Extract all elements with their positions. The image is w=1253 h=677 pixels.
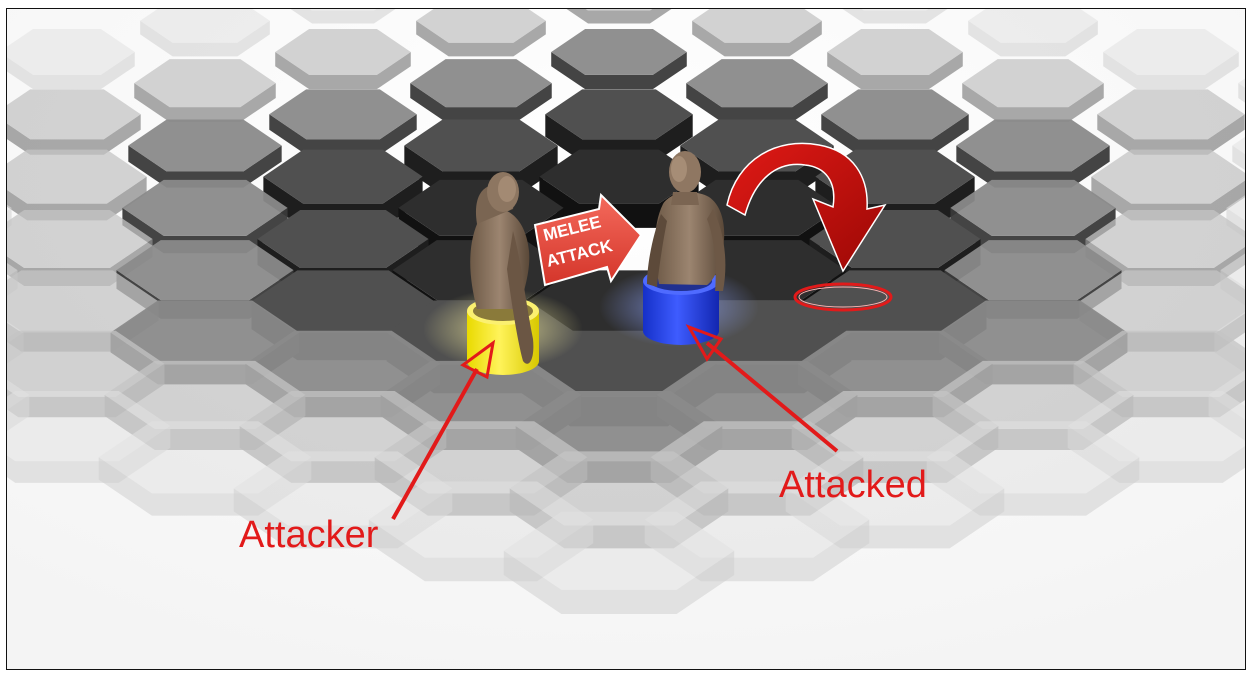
hex-tile-side <box>1091 176 1245 221</box>
hex-tile-side <box>140 20 270 57</box>
hex-tile <box>1220 253 1245 287</box>
hex-tile-side <box>1238 83 1245 103</box>
hex-tile <box>950 179 1116 236</box>
hex-tile <box>140 9 270 43</box>
hex-tile-side <box>566 9 672 24</box>
hex-tile <box>585 9 653 11</box>
hex-tile <box>1085 210 1245 268</box>
hex-tile <box>263 149 423 204</box>
hex-tile-side <box>692 20 822 57</box>
hex-tile <box>1103 28 1239 75</box>
hex-tile <box>1091 149 1245 204</box>
hex-tile <box>416 9 546 43</box>
hex-tile-side <box>956 145 1110 188</box>
curved-arrow-down-icon <box>726 142 887 273</box>
melee-arrow-icon: MELEE ATTACK <box>533 192 643 287</box>
hex-tile-side <box>842 9 948 24</box>
hex-tile <box>821 89 969 140</box>
hex-board-scene: MELEE ATTACK Attacker Attacked <box>7 9 1245 669</box>
hex-tile <box>956 119 1110 172</box>
hex-tile-side <box>968 20 1098 57</box>
hex-tile <box>104 360 306 429</box>
hex-tile <box>122 179 288 236</box>
attacked-torso-icon <box>647 151 726 291</box>
attacked-pointer-arrow <box>685 324 839 453</box>
hex-tile-side <box>275 51 411 90</box>
hex-tile-side <box>1103 51 1239 90</box>
hex-tile <box>251 270 435 333</box>
attacker-torso-icon <box>470 172 534 364</box>
hex-tile <box>239 391 447 462</box>
hex-tile-side <box>128 145 282 188</box>
hex-tile <box>938 300 1128 365</box>
hex-tile <box>968 9 1098 43</box>
hex-tile <box>7 270 159 333</box>
attacked-figure <box>643 151 726 345</box>
hex-tile <box>791 391 999 462</box>
hex-tile <box>932 360 1134 429</box>
hex-tile <box>7 330 165 397</box>
hex-tile <box>686 59 828 108</box>
hex-tile <box>1073 330 1245 397</box>
attacked-label: Attacked <box>779 464 927 506</box>
hex-tile <box>7 210 153 268</box>
hex-tile-side <box>1232 145 1245 171</box>
hex-tile-side <box>962 83 1104 122</box>
target-ring-icon <box>793 282 893 312</box>
hex-tile <box>1079 270 1245 333</box>
hex-tile-side <box>416 20 546 57</box>
hex-tile <box>861 9 929 11</box>
hex-tile <box>7 28 135 75</box>
hex-tile <box>515 391 723 462</box>
hex-tile-side <box>290 9 396 24</box>
hex-tile <box>275 28 411 75</box>
hex-tile <box>1097 89 1245 140</box>
hex-tile <box>656 360 858 429</box>
attacker-label: Attacker <box>239 514 379 556</box>
hex-tile <box>245 330 441 397</box>
hex-tile-side <box>7 51 135 90</box>
hex-tile-side <box>551 51 687 90</box>
hex-tile-side <box>1097 114 1245 155</box>
hex-tile <box>257 210 429 268</box>
hex-tile <box>545 89 693 140</box>
attacker-figure <box>467 172 539 375</box>
hex-tile <box>309 9 377 11</box>
hex-tile <box>110 300 300 365</box>
hex-tile <box>539 149 699 204</box>
hex-tile <box>692 9 822 43</box>
hex-tile-side <box>410 83 552 122</box>
hex-tile-side <box>7 176 147 221</box>
hex-tile <box>797 330 993 397</box>
attacker-pointer-arrow <box>391 339 496 520</box>
hex-tile <box>269 89 417 140</box>
hex-tile-side <box>7 114 141 155</box>
hex-tile-side <box>269 114 417 155</box>
hex-tile <box>7 89 141 140</box>
hex-tile-side <box>821 114 969 155</box>
hex-tile <box>380 360 582 429</box>
hex-tile <box>944 240 1122 301</box>
hex-tile <box>962 59 1104 108</box>
hex-tile <box>551 28 687 75</box>
hex-tile <box>410 59 552 108</box>
hex-tile <box>827 28 963 75</box>
hex-tile-side <box>503 550 735 615</box>
hex-tile <box>7 149 147 204</box>
hex-tile-side <box>686 83 828 122</box>
hex-tile <box>7 204 12 211</box>
hex-tile <box>134 59 276 108</box>
hex-tile <box>128 119 282 172</box>
hex-tile-side <box>827 51 963 90</box>
hex-tile <box>1232 136 1245 155</box>
hex-tile <box>803 270 987 333</box>
hex-tile <box>1226 195 1245 221</box>
hex-tile-side <box>134 83 276 122</box>
diagram-frame: MELEE ATTACK Attacker Attacked <box>6 8 1246 670</box>
hex-tile <box>503 511 735 590</box>
hex-tile <box>1238 78 1245 88</box>
hex-tile <box>116 240 294 301</box>
hex-tile <box>404 119 558 172</box>
hex-tile <box>7 263 18 278</box>
